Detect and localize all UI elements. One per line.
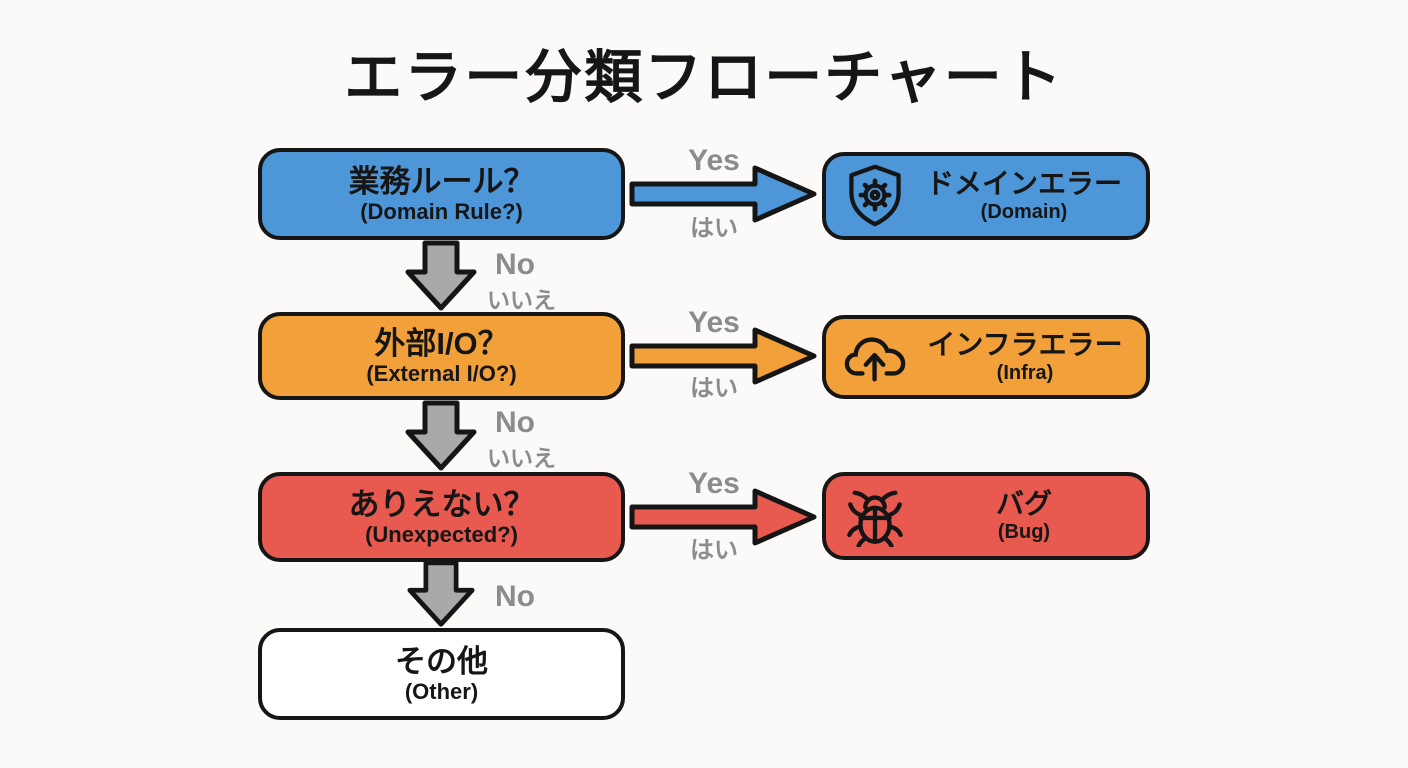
result-label-jp: インフラエラー	[927, 329, 1123, 361]
yes-sublabel: はい	[690, 215, 738, 242]
yes-label: Yes	[688, 144, 740, 177]
yes-label: Yes	[688, 467, 740, 500]
no-arrow-icon	[403, 240, 479, 317]
yes-sublabel: はい	[690, 537, 738, 564]
result-node-domain-error: ドメインエラー (Domain)	[822, 152, 1150, 240]
result-node-bug: バグ (Bug)	[822, 472, 1150, 560]
bug-icon	[844, 485, 906, 547]
decision-label-en: (Unexpected?)	[365, 522, 518, 548]
yes-arrow-icon	[629, 326, 819, 391]
no-sublabel: いいえ	[487, 287, 556, 313]
terminal-node-other: その他 (Other)	[258, 628, 625, 720]
no-label: No	[495, 248, 535, 281]
terminal-label-en: (Other)	[404, 679, 479, 705]
decision-label-jp: 業務ルール？	[348, 163, 535, 199]
decision-label-jp: ありえない？	[348, 486, 535, 522]
no-sublabel: いいえ	[487, 445, 556, 471]
yes-arrow-icon	[629, 164, 819, 229]
result-node-infra-error: インフラエラー (Infra)	[822, 315, 1150, 399]
result-label-jp: バグ	[995, 488, 1052, 520]
yes-label: Yes	[688, 306, 740, 339]
result-label-en: (Domain)	[980, 200, 1068, 223]
result-label-en: (Bug)	[997, 520, 1051, 543]
decision-label-jp: 外部I/O？	[374, 325, 509, 361]
terminal-label-jp: その他	[395, 643, 488, 679]
result-label-en: (Infra)	[996, 361, 1054, 384]
no-label: No	[495, 580, 535, 613]
no-label: No	[495, 406, 535, 439]
shield-gear-icon	[844, 163, 906, 229]
decision-node-domain-rule: 業務ルール？ (Domain Rule?)	[258, 148, 625, 240]
result-label-jp: ドメインエラー	[925, 168, 1122, 200]
no-arrow-icon	[403, 400, 479, 477]
no-arrow-icon	[403, 560, 479, 633]
page-title: エラー分類フローチャート	[344, 45, 1064, 110]
decision-label-en: (Domain Rule?)	[360, 199, 523, 225]
cloud-upload-icon	[844, 331, 908, 383]
decision-node-external-io: 外部I/O？ (External I/O?)	[258, 312, 625, 400]
yes-sublabel: はい	[690, 375, 738, 402]
decision-label-en: (External I/O?)	[366, 361, 517, 387]
decision-node-unexpected: ありえない？ (Unexpected?)	[258, 472, 625, 562]
yes-arrow-icon	[629, 487, 819, 552]
